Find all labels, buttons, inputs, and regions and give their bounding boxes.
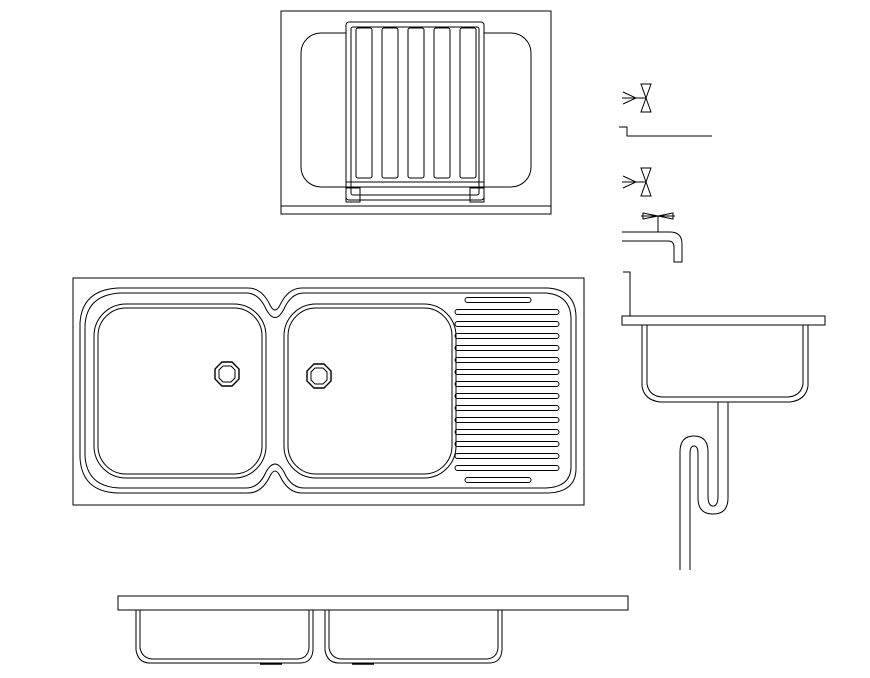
side-section-countertop	[621, 315, 826, 326]
dish-rack	[345, 21, 485, 203]
drainboard-slot	[454, 417, 560, 423]
double-bowl-sink-with-drainboard-top-view	[72, 277, 585, 506]
drainboard-slot	[454, 441, 560, 447]
wall-faucet-short-spout-icon	[622, 212, 683, 263]
left-bowl-drain-icon	[214, 361, 240, 387]
left-bowl-outer	[93, 303, 267, 479]
wall-faucet-long-spout-icon	[619, 126, 712, 137]
valve-symbol-1-icon	[622, 83, 652, 113]
drainboard-slot	[454, 381, 560, 387]
side-backsplash	[623, 271, 631, 316]
drainboard-slot	[464, 477, 532, 483]
right-bowl-drain-icon	[306, 363, 332, 389]
drainboard-slot	[454, 429, 560, 435]
rack-sink-outline	[280, 10, 552, 215]
drainboard-slot	[454, 357, 560, 363]
drainboard-slot	[454, 333, 560, 339]
double-sink-inner-rim	[84, 292, 572, 489]
drainboard-slot	[454, 345, 560, 351]
left-bowl-inner	[97, 307, 263, 475]
drainboard-slot	[454, 453, 560, 459]
rack-bar	[433, 27, 451, 179]
drainboard-slot	[454, 465, 560, 471]
right-bowl-outer	[283, 303, 457, 479]
double-sink-countertop	[72, 277, 585, 506]
right-bowl-inner	[287, 307, 453, 475]
drainboard-slots	[454, 297, 560, 483]
rack-bar	[381, 27, 399, 179]
rack-bar	[459, 27, 477, 179]
drainboard-slot	[454, 321, 560, 327]
drainboard-slot	[454, 405, 560, 411]
rack-bar	[355, 27, 373, 179]
drainboard-slot	[464, 297, 532, 303]
single-bowl-sink-side-section-with-trap	[621, 271, 826, 570]
rack-bar	[407, 27, 425, 179]
p-trap	[679, 402, 719, 570]
front-left-bowl	[135, 610, 314, 664]
front-right-bowl	[324, 610, 503, 664]
drainboard-slot	[454, 369, 560, 375]
drainboard-slot	[454, 309, 560, 315]
rack-bars	[355, 27, 477, 179]
valve-symbol-2-icon	[622, 167, 652, 197]
double-sink-outer-rim	[79, 287, 577, 494]
double-bowl-sink-front-section	[117, 595, 629, 665]
sink-with-rack-top-view	[280, 10, 552, 215]
wall-faucet-and-valve-symbols	[619, 83, 712, 263]
side-section-bowl	[641, 325, 809, 403]
drainboard-slot	[454, 393, 560, 399]
front-section-countertop	[117, 595, 629, 611]
